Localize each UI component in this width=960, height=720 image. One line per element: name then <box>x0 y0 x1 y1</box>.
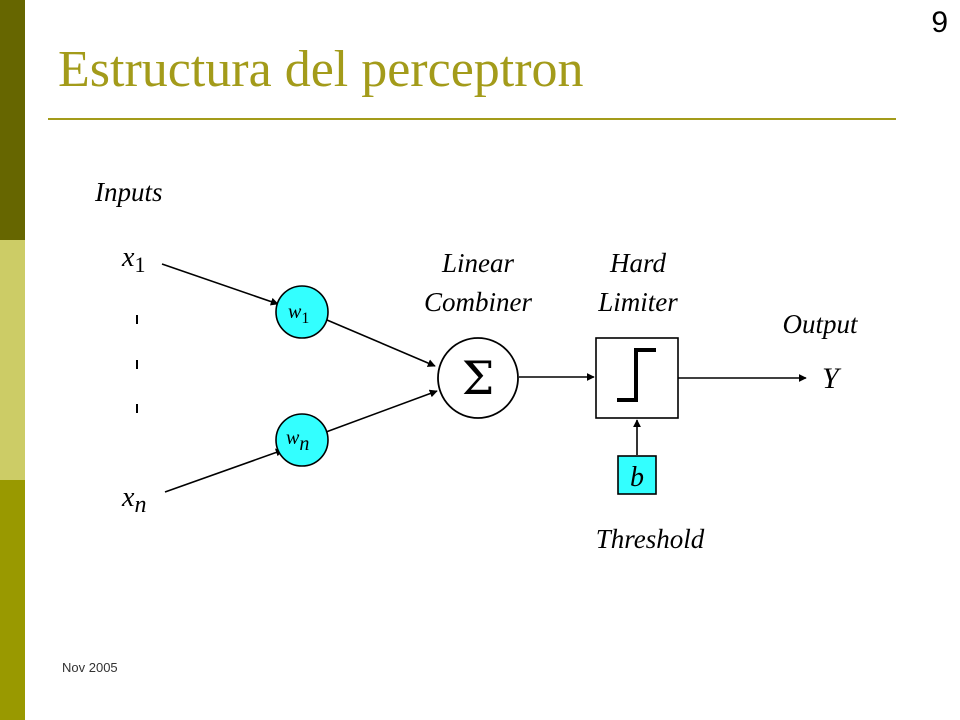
threshold-label: Threshold <box>596 524 705 554</box>
weight-wn-subscript: n <box>299 433 309 455</box>
summation-node <box>437 337 519 419</box>
combiner-label-line2: Combiner <box>424 287 532 317</box>
threshold-node <box>617 455 657 495</box>
weight-node-w1 <box>275 285 329 339</box>
input-xn-base: x <box>121 482 135 513</box>
output-symbol: Y <box>822 362 842 395</box>
limiter-label-line2: Limiter <box>597 287 678 317</box>
limiter-label-line1: Hard <box>609 248 667 278</box>
sidebar-decoration <box>0 0 25 720</box>
sidebar-segment-middle <box>0 240 25 480</box>
page-number: 9 <box>931 6 948 39</box>
weight-wn-label: wn <box>286 427 309 455</box>
input-xn-label: xn <box>121 482 146 518</box>
step-function-icon <box>617 348 656 402</box>
arrow-xn-to-wn <box>164 448 284 493</box>
sidebar-segment-bottom <box>0 480 25 720</box>
weight-w1-base: w <box>288 301 302 323</box>
input-x1-label: x1 <box>121 242 145 277</box>
input-xn-subscript: n <box>134 492 146 518</box>
input-x1-subscript: 1 <box>134 252 145 277</box>
summation-symbol: Σ <box>462 351 495 405</box>
input-x1-base: x <box>121 242 135 273</box>
weight-w1-subscript: 1 <box>301 310 309 327</box>
output-label: Output <box>782 309 859 339</box>
arrow-w1-to-sum <box>326 319 436 367</box>
combiner-label-line1: Linear <box>441 248 515 278</box>
threshold-symbol: b <box>630 462 644 493</box>
inputs-label: Inputs <box>94 177 163 207</box>
arrow-wn-to-sum <box>325 389 438 433</box>
footer-date: Nov 2005 <box>62 660 118 675</box>
title-underline <box>48 118 896 120</box>
sidebar-segment-top <box>0 0 25 240</box>
weight-wn-base: w <box>286 427 300 449</box>
weight-node-wn <box>275 413 329 467</box>
slide-title: Estructura del perceptron <box>58 41 584 98</box>
weight-w1-label: w1 <box>288 301 309 327</box>
arrow-x1-to-w1 <box>161 263 279 306</box>
